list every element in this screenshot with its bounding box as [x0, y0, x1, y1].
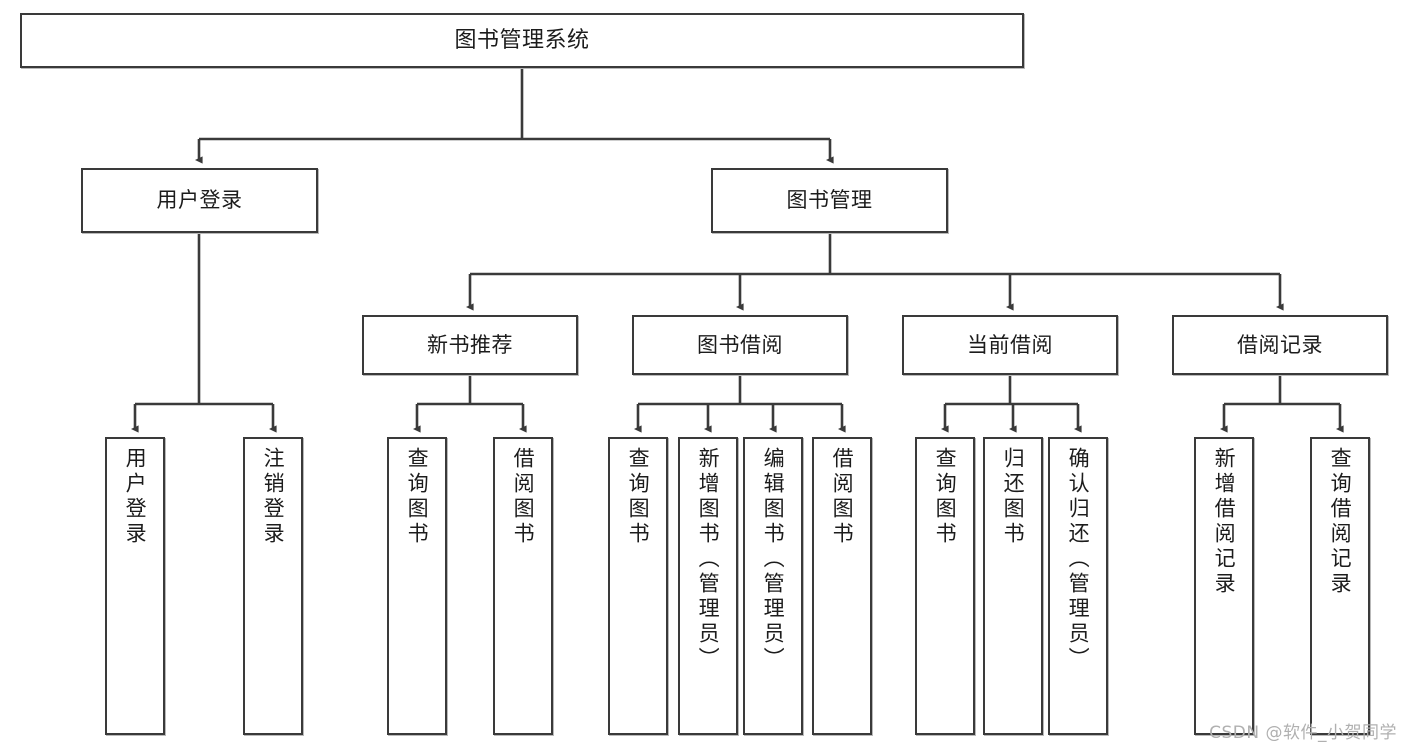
node-label: 借阅图书 — [511, 447, 536, 547]
node-current-borrow[interactable]: 当前借阅 — [902, 315, 1118, 375]
node-label: 借阅图书 — [830, 447, 855, 547]
node-label: 用户登录 — [156, 188, 243, 213]
node-label: 图书借阅 — [697, 332, 783, 357]
node-label: 编辑图书（管理员） — [761, 447, 786, 672]
node-new-book-recommend[interactable]: 新书推荐 — [362, 315, 578, 375]
node-label: 查询图书 — [626, 447, 651, 547]
leaf-add-book-admin[interactable]: 新增图书（管理员） — [678, 437, 738, 735]
node-label: 当前借阅 — [967, 332, 1053, 357]
node-label: 查询图书 — [933, 447, 958, 547]
node-label: 图书管理系统 — [454, 27, 590, 53]
leaf-logout[interactable]: 注销登录 — [243, 437, 303, 735]
node-label: 确认归还（管理员） — [1066, 447, 1091, 672]
node-label: 注销登录 — [261, 447, 286, 547]
node-label: 用户登录 — [123, 447, 148, 547]
leaf-query-borrow-record[interactable]: 查询借阅记录 — [1310, 437, 1370, 735]
leaf-return-book[interactable]: 归还图书 — [983, 437, 1043, 735]
node-label: 查询图书 — [405, 447, 430, 547]
leaf-add-borrow-record[interactable]: 新增借阅记录 — [1194, 437, 1254, 735]
node-label: 归还图书 — [1001, 447, 1026, 547]
node-book-borrow[interactable]: 图书借阅 — [632, 315, 848, 375]
node-label: 新书推荐 — [427, 332, 513, 357]
leaf-confirm-return-admin[interactable]: 确认归还（管理员） — [1048, 437, 1108, 735]
leaf-edit-book-admin[interactable]: 编辑图书（管理员） — [743, 437, 803, 735]
node-label: 图书管理 — [786, 188, 873, 213]
leaf-query-book-current[interactable]: 查询图书 — [915, 437, 975, 735]
node-user-login[interactable]: 用户登录 — [81, 168, 318, 233]
node-label: 新增图书（管理员） — [696, 447, 721, 672]
csdn-watermark: CSDN @软件_小贺同学 — [1209, 723, 1397, 743]
leaf-user-login[interactable]: 用户登录 — [105, 437, 165, 735]
node-book-management[interactable]: 图书管理 — [711, 168, 948, 233]
leaf-borrow-book[interactable]: 借阅图书 — [812, 437, 872, 735]
leaf-borrow-book-recommend[interactable]: 借阅图书 — [493, 437, 553, 735]
node-label: 借阅记录 — [1237, 332, 1323, 357]
node-root-book-management-system[interactable]: 图书管理系统 — [20, 13, 1024, 68]
node-borrow-record[interactable]: 借阅记录 — [1172, 315, 1388, 375]
node-label: 查询借阅记录 — [1328, 447, 1353, 597]
node-label: 新增借阅记录 — [1212, 447, 1237, 597]
leaf-query-book-borrow[interactable]: 查询图书 — [608, 437, 668, 735]
leaf-query-book-recommend[interactable]: 查询图书 — [387, 437, 447, 735]
